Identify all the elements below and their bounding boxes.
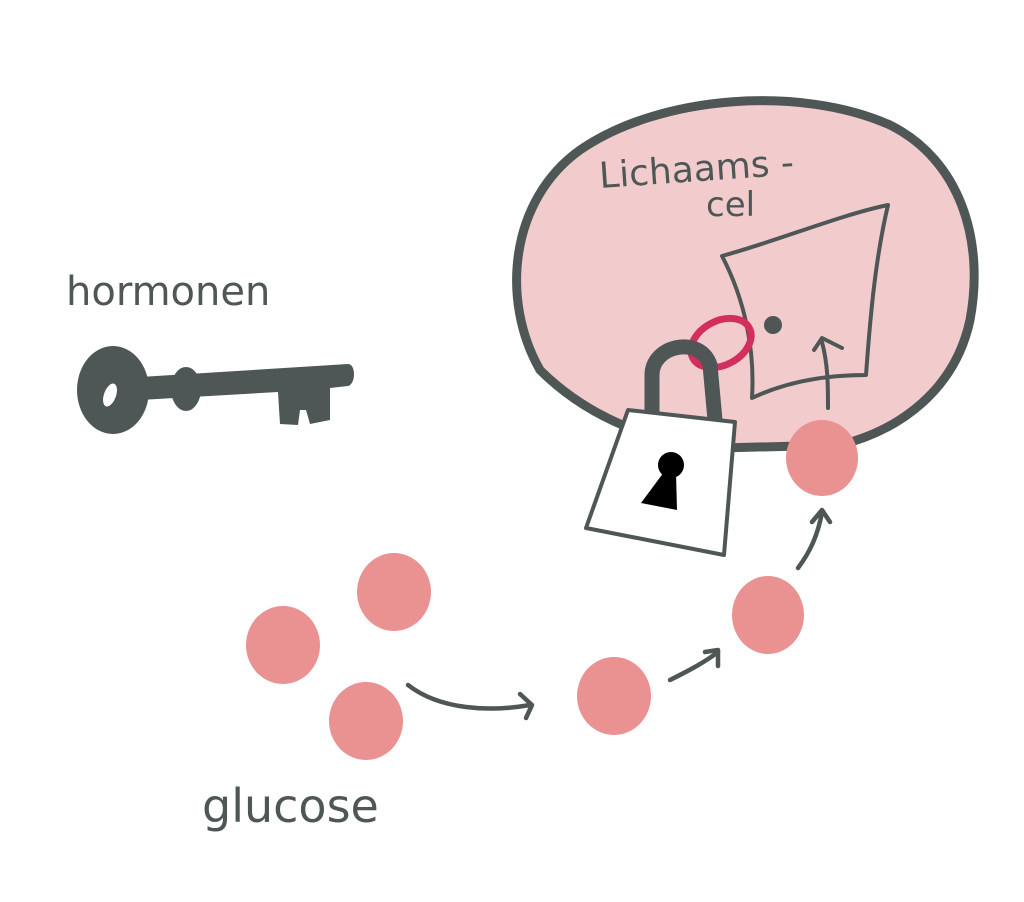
- keyhole-icon: [641, 452, 684, 510]
- path-arrows: [405, 507, 833, 721]
- padlock-shackle: [644, 339, 723, 428]
- arrow-icon: [795, 509, 825, 571]
- glucose-molecule: [786, 420, 858, 496]
- door-knob: [764, 316, 782, 334]
- glucose-molecule: [577, 657, 651, 735]
- glucose-molecule: [329, 682, 403, 760]
- body-cell: Lichaams - cel: [512, 96, 979, 453]
- glucose-label: glucose: [202, 779, 379, 833]
- arrow-icon: [405, 682, 533, 711]
- door-channel-icon: [720, 203, 890, 410]
- glucose-molecule: [357, 553, 431, 631]
- entry-arrow-icon: [820, 340, 830, 410]
- receptor-ring: [687, 314, 755, 372]
- key-icon: [77, 346, 354, 434]
- arrow-icon: [667, 649, 721, 683]
- hormone-key: hormonen: [66, 269, 354, 434]
- padlock-icon: [584, 339, 737, 557]
- glucose-molecule: [732, 576, 804, 654]
- hormones-label: hormonen: [66, 269, 270, 315]
- glucose-molecule: [246, 606, 320, 684]
- cell-label-line2: cel: [706, 185, 755, 225]
- glucose-group: glucose: [202, 420, 858, 833]
